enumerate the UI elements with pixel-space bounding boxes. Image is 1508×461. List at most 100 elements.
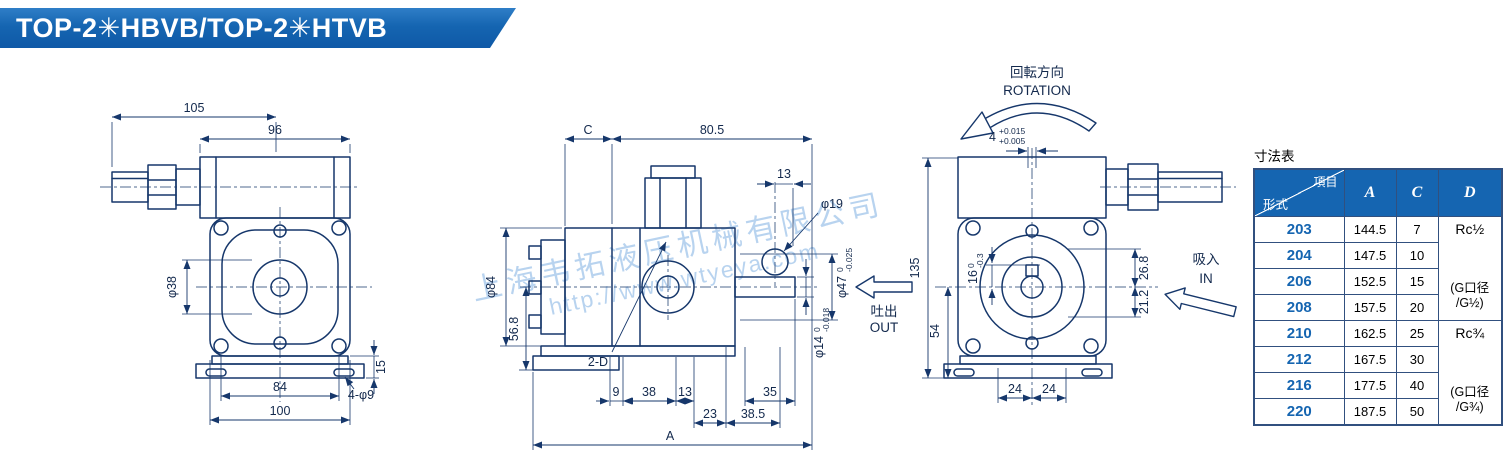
table-row: 203 144.5 7 Rc½ (G口径 /G½) [1253, 216, 1503, 321]
table-row: 212 167.5 30 [1253, 346, 1502, 373]
port-size-note: (G口径 /G½) [1450, 281, 1490, 310]
port-size-cell: Rc½ (G口径 /G½) [1437, 216, 1503, 321]
column-header-d: D [1437, 168, 1503, 217]
rear-view: 回転方向 ROTATION 4 +0.015 +0.005 135 16 0 -… [908, 65, 1237, 408]
port-size-label: Rc½ [1455, 221, 1485, 237]
dim-c-label: C [583, 123, 592, 137]
svg-text:-0.018: -0.018 [821, 308, 831, 332]
page-title-banner: TOP-2✳HBVB/TOP-2✳HTVB [0, 8, 516, 48]
a-value-cell: 157.5 [1343, 294, 1397, 321]
dim-2d-label: 2-D [588, 355, 608, 369]
dim-phi19-label: φ19 [821, 197, 843, 211]
table-title: 寸法表 [1254, 149, 1295, 164]
port-size-label: Rc¾ [1455, 325, 1485, 341]
in-arrow-icon [1164, 287, 1237, 318]
c-value-cell: 30 [1395, 346, 1439, 373]
dim-15-label: 15 [374, 360, 388, 374]
front-view-extension-lines [111, 122, 379, 425]
model-cell: 216 [1253, 372, 1345, 399]
table-row: 210 162.5 25 Rc¾ (G口径 /G¾) [1253, 320, 1503, 426]
table-header-row: 項目 形式 A C D [1253, 168, 1503, 217]
model-cell: 208 [1253, 294, 1345, 321]
svg-text:φ47: φ47 [835, 276, 849, 298]
dim-16-label: 16 0 -0.3 [966, 253, 985, 284]
column-header-c: C [1395, 168, 1439, 217]
dimension-table-section: 寸法表 項目 形式 A C D 203 144.5 7 [1253, 145, 1503, 426]
dim-96-label: 96 [268, 123, 282, 137]
side-view-leaders [596, 180, 819, 405]
dim-80-5-label: 80.5 [700, 123, 724, 137]
side-view-dim-lines [502, 135, 836, 449]
front-view-centerlines [100, 186, 372, 402]
side-view-centerlines [520, 182, 818, 320]
dim-54-label: 54 [928, 324, 942, 338]
svg-text:4: 4 [989, 130, 996, 144]
dim-13-bottom-label: 13 [678, 385, 692, 399]
a-value-cell: 167.5 [1343, 346, 1397, 373]
dim-21-2-label: 21.2 [1137, 290, 1151, 314]
model-cell: 206 [1253, 268, 1345, 295]
out-arrow-icon [855, 275, 913, 299]
dim-key4-label: 4 +0.015 +0.005 [989, 126, 1025, 146]
dim-4phi9-label: 4-φ9 [348, 388, 374, 402]
dim-38-5-label: 38.5 [741, 407, 765, 421]
out-label-en: OUT [870, 320, 899, 335]
a-value-cell: 147.5 [1343, 242, 1397, 269]
table-row: 216 177.5 40 [1253, 372, 1502, 399]
dim-105-label: 105 [184, 101, 205, 115]
dim-38-label: 38 [642, 385, 656, 399]
a-value-cell: 152.5 [1343, 268, 1397, 295]
svg-text:+0.005: +0.005 [999, 136, 1026, 146]
corner-header-cell: 項目 形式 [1253, 168, 1345, 217]
rotation-arrow-icon [960, 102, 1097, 140]
c-value-cell: 15 [1395, 268, 1439, 295]
page-title: TOP-2✳HBVB/TOP-2✳HTVB [16, 13, 388, 43]
dim-13-top-label: 13 [777, 167, 791, 181]
rear-view-leaders [988, 147, 1058, 305]
table-row: 220 187.5 50 [1253, 398, 1502, 426]
dim-a-label: A [666, 429, 675, 443]
dim-35-label: 35 [763, 385, 777, 399]
svg-text:0: 0 [812, 327, 822, 332]
dim-phi84-label: φ84 [484, 276, 498, 298]
c-value-cell: 20 [1395, 294, 1439, 321]
corner-model-label: 形式 [1263, 198, 1289, 212]
in-label-jp: 吸入 [1193, 252, 1221, 267]
in-label-en: IN [1199, 271, 1213, 286]
front-view-outline [111, 156, 365, 379]
rear-view-dim-lines [924, 158, 1139, 402]
column-header-a: A [1343, 168, 1397, 217]
svg-text:16: 16 [966, 270, 980, 284]
c-value-cell: 25 [1395, 320, 1439, 347]
rotation-label-en: ROTATION [1003, 83, 1071, 98]
side-view: C 80.5 13 φ19 φ84 56.8 2-D 吐出 OUT φ47 0 … [484, 123, 913, 450]
dim-24-left-label: 24 [1008, 382, 1022, 396]
svg-text:+0.015: +0.015 [999, 126, 1026, 136]
c-value-cell: 7 [1395, 216, 1439, 243]
rear-view-extension-lines [922, 147, 1141, 403]
dim-phi47-label: φ47 0 -0.025 [835, 248, 854, 298]
dim-23-label: 23 [703, 407, 717, 421]
front-view-leaders [344, 340, 378, 394]
svg-text:-0.025: -0.025 [844, 248, 854, 272]
front-view: 105 96 φ38 84 100 15 4-φ9 [100, 101, 388, 425]
model-cell: 210 [1253, 320, 1345, 347]
front-view-dim-lines [112, 113, 350, 424]
rotation-label-jp: 回転方向 [1010, 65, 1064, 80]
side-view-extension-lines [500, 144, 838, 450]
model-cell: 220 [1253, 398, 1345, 426]
model-cell: 212 [1253, 346, 1345, 373]
dimension-table: 項目 形式 A C D 203 144.5 7 Rc½ [1253, 168, 1503, 426]
svg-text:0: 0 [835, 267, 845, 272]
dim-24-right-label: 24 [1042, 382, 1056, 396]
out-label-jp: 吐出 [871, 304, 898, 319]
rear-view-outline [943, 156, 1223, 379]
dim-100-label: 100 [270, 404, 291, 418]
dim-phi38-label: φ38 [165, 276, 179, 298]
corner-item-label: 項目 [1313, 175, 1338, 189]
a-value-cell: 144.5 [1343, 216, 1397, 243]
dim-135-label: 135 [908, 258, 922, 279]
svg-text:0: 0 [966, 263, 976, 268]
dim-84-label: 84 [273, 380, 287, 394]
